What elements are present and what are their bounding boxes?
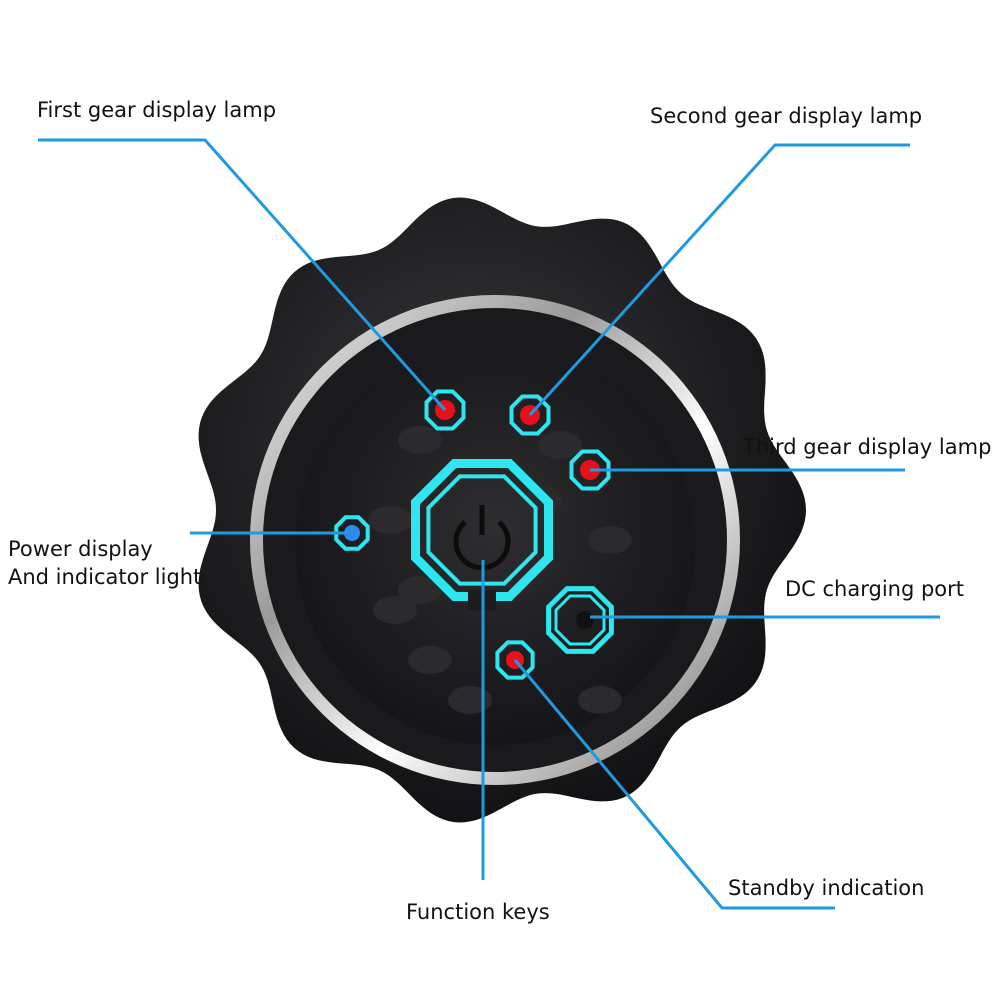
panel-bump (398, 426, 442, 454)
panel-bump (448, 686, 492, 714)
label-third-gear: Third gear display lamp (743, 435, 992, 459)
second-gear-frame (509, 394, 551, 436)
indicator-frames (334, 389, 614, 680)
label-standby: Standby indication (728, 876, 925, 900)
leader-first-gear (38, 138, 447, 411)
first-gear-frame (424, 389, 466, 431)
third-gear-frame (569, 449, 611, 491)
leader-second-gear (528, 143, 910, 417)
panel-bump (578, 686, 622, 714)
power-indicator-lamp (344, 525, 360, 541)
panel-bump (408, 646, 452, 674)
panel-bump (368, 506, 412, 534)
dc-charging-port[interactable] (576, 611, 594, 629)
panel-bumps (368, 426, 632, 714)
label-function-keys: Function keys (406, 900, 550, 924)
function-key-inner-frame (426, 474, 538, 586)
panel-bump (398, 576, 442, 604)
label-dc-port: DC charging port (785, 577, 965, 601)
leader-lines (38, 138, 940, 910)
label-power-display: Power display (8, 537, 153, 561)
label-indicator-light: And indicator light (8, 565, 202, 589)
dc-port-frame (546, 586, 614, 654)
leader-standby (513, 659, 835, 910)
label-first-gear: First gear display lamp (37, 98, 277, 122)
dc-port-inner-frame (554, 594, 606, 646)
panel-bump (538, 431, 582, 459)
label-second-gear: Second gear display lamp (650, 104, 923, 128)
power-lamp-frame (334, 515, 370, 551)
panel-bump (588, 526, 632, 554)
panel-bump (373, 596, 417, 624)
standby-frame (495, 640, 535, 680)
control-panel (295, 345, 695, 745)
